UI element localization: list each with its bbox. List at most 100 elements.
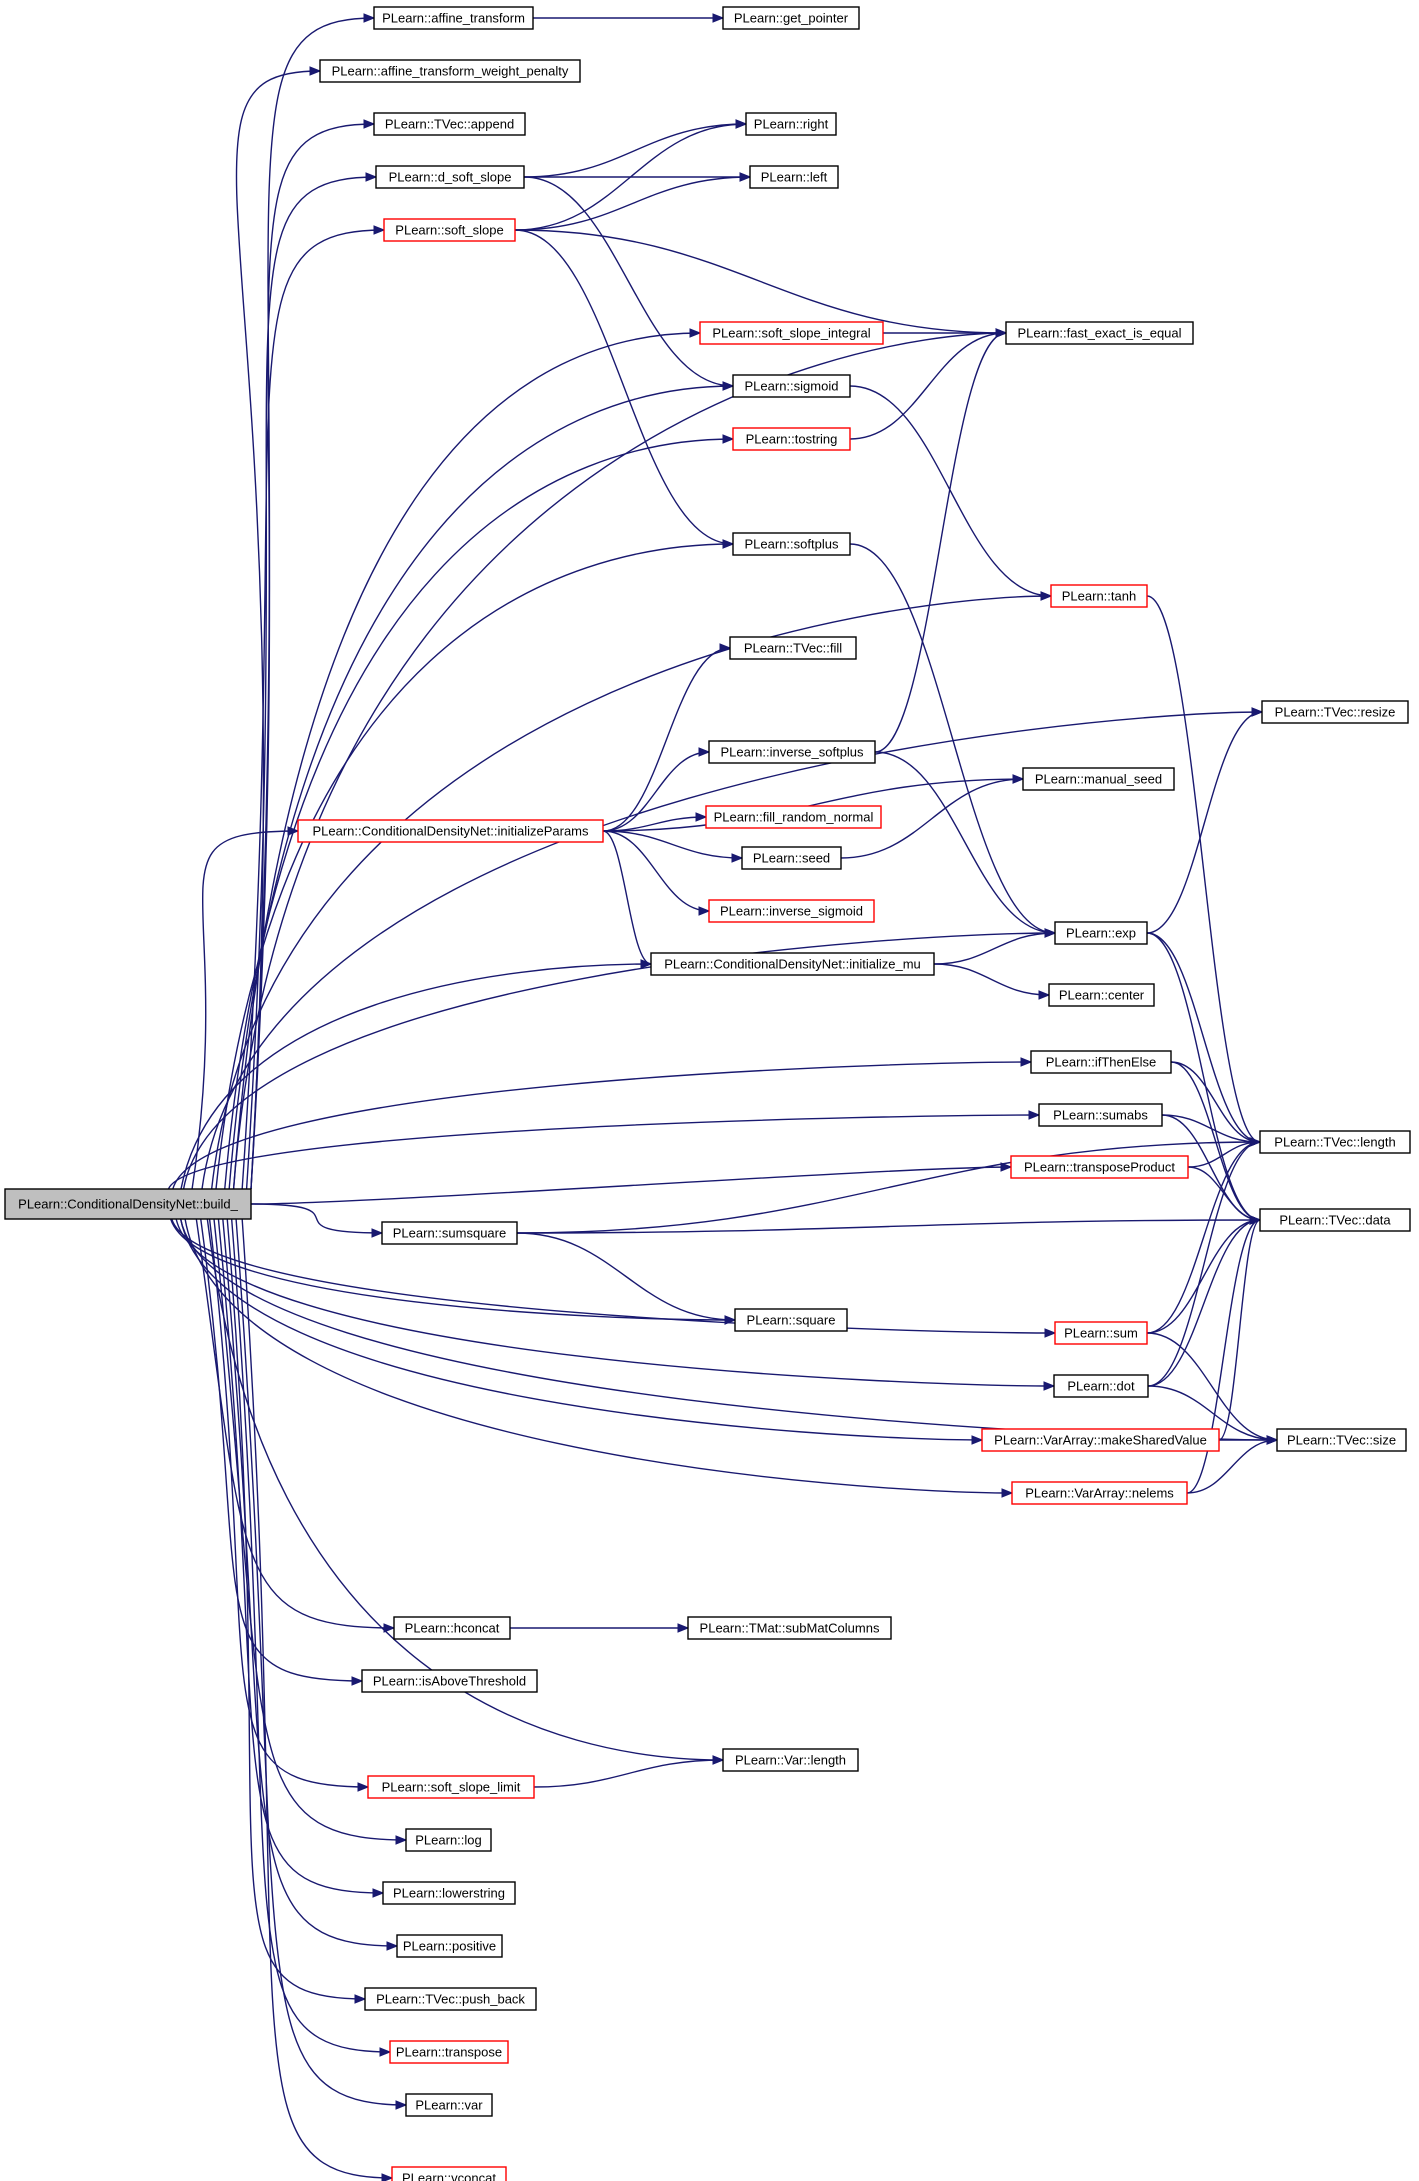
node-box-var[interactable]	[405, 2093, 493, 2117]
node-sumabs[interactable]: PLearn::sumabs	[1038, 1103, 1163, 1127]
node-build[interactable]: PLearn::ConditionalDensityNet::build_	[4, 1188, 252, 1220]
node-square[interactable]: PLearn::square	[734, 1308, 848, 1332]
node-exp[interactable]: PLearn::exp	[1054, 921, 1148, 945]
node-affine[interactable]: PLearn::affine_transform	[373, 6, 534, 30]
node-box-tvec_resize[interactable]	[1261, 700, 1409, 724]
node-transpose[interactable]: PLearn::transpose	[389, 2040, 509, 2064]
node-box-vconcat[interactable]	[391, 2166, 507, 2181]
node-initializeParams[interactable]: PLearn::ConditionalDensityNet::initializ…	[297, 819, 604, 843]
node-tvec_data[interactable]: PLearn::TVec::data	[1259, 1208, 1411, 1232]
node-tvec_resize[interactable]: PLearn::TVec::resize	[1261, 700, 1409, 724]
node-box-tostring[interactable]	[732, 427, 851, 451]
node-tanh[interactable]: PLearn::tanh	[1050, 584, 1148, 608]
node-box-manual_seed[interactable]	[1022, 767, 1175, 791]
node-box-affine_wp[interactable]	[319, 59, 581, 83]
node-manual_seed[interactable]: PLearn::manual_seed	[1022, 767, 1175, 791]
node-lowerstring[interactable]: PLearn::lowerstring	[382, 1881, 516, 1905]
node-box-sumabs[interactable]	[1038, 1103, 1163, 1127]
node-box-initialize_mu[interactable]	[650, 952, 935, 976]
node-makeSharedValue[interactable]: PLearn::VarArray::makeSharedValue	[981, 1428, 1220, 1452]
node-subMatColumns[interactable]: PLearn::TMat::subMatColumns	[687, 1616, 892, 1640]
node-d_soft_slope[interactable]: PLearn::d_soft_slope	[375, 165, 525, 189]
node-fast_exact[interactable]: PLearn::fast_exact_is_equal	[1005, 321, 1194, 345]
node-box-build[interactable]	[4, 1188, 252, 1220]
node-box-tvec_data[interactable]	[1259, 1208, 1411, 1232]
node-box-left[interactable]	[749, 165, 839, 189]
node-box-var_length[interactable]	[722, 1748, 859, 1772]
node-box-soft_slope_limit[interactable]	[367, 1775, 535, 1799]
node-ifThenElse[interactable]: PLearn::ifThenElse	[1030, 1050, 1172, 1074]
node-box-fill_random_normal[interactable]	[705, 805, 882, 829]
node-soft_slope_limit[interactable]: PLearn::soft_slope_limit	[367, 1775, 535, 1799]
node-box-exp[interactable]	[1054, 921, 1148, 945]
node-transposeProduct[interactable]: PLearn::transposeProduct	[1010, 1155, 1189, 1179]
node-fill_random_normal[interactable]: PLearn::fill_random_normal	[705, 805, 882, 829]
node-left[interactable]: PLearn::left	[749, 165, 839, 189]
node-get_pointer[interactable]: PLearn::get_pointer	[722, 6, 860, 30]
node-tvec_size[interactable]: PLearn::TVec::size	[1276, 1428, 1407, 1452]
node-affine_wp[interactable]: PLearn::affine_transform_weight_penalty	[319, 59, 581, 83]
node-box-square[interactable]	[734, 1308, 848, 1332]
node-push_back[interactable]: PLearn::TVec::push_back	[364, 1987, 537, 2011]
node-box-right[interactable]	[745, 112, 837, 136]
node-box-soft_slope_integral[interactable]	[699, 321, 884, 345]
node-box-tvec_length[interactable]	[1259, 1130, 1411, 1154]
node-positive[interactable]: PLearn::positive	[396, 1934, 503, 1958]
node-initialize_mu[interactable]: PLearn::ConditionalDensityNet::initializ…	[650, 952, 935, 976]
node-sigmoid[interactable]: PLearn::sigmoid	[732, 374, 851, 398]
node-soft_slope_integral[interactable]: PLearn::soft_slope_integral	[699, 321, 884, 345]
node-box-softplus[interactable]	[732, 532, 851, 556]
node-tvec_fill[interactable]: PLearn::TVec::fill	[729, 636, 857, 660]
node-var_length[interactable]: PLearn::Var::length	[722, 1748, 859, 1772]
node-box-seed[interactable]	[741, 846, 842, 870]
node-tostring[interactable]: PLearn::tostring	[732, 427, 851, 451]
node-box-sum[interactable]	[1054, 1321, 1148, 1345]
node-center[interactable]: PLearn::center	[1048, 983, 1155, 1007]
node-hconcat[interactable]: PLearn::hconcat	[393, 1616, 511, 1640]
node-box-nelems[interactable]	[1011, 1481, 1188, 1505]
node-box-tvec_fill[interactable]	[729, 636, 857, 660]
node-nelems[interactable]: PLearn::VarArray::nelems	[1011, 1481, 1188, 1505]
node-box-subMatColumns[interactable]	[687, 1616, 892, 1640]
node-box-ifThenElse[interactable]	[1030, 1050, 1172, 1074]
node-tvec_length[interactable]: PLearn::TVec::length	[1259, 1130, 1411, 1154]
node-inverse_softplus[interactable]: PLearn::inverse_softplus	[708, 740, 876, 764]
node-append[interactable]: PLearn::TVec::append	[373, 112, 526, 136]
node-box-sigmoid[interactable]	[732, 374, 851, 398]
node-isAboveThreshold[interactable]: PLearn::isAboveThreshold	[361, 1669, 538, 1693]
node-box-inverse_softplus[interactable]	[708, 740, 876, 764]
node-var[interactable]: PLearn::var	[405, 2093, 493, 2117]
node-box-initializeParams[interactable]	[297, 819, 604, 843]
node-box-lowerstring[interactable]	[382, 1881, 516, 1905]
node-box-sumsquare[interactable]	[381, 1221, 518, 1245]
node-box-affine[interactable]	[373, 6, 534, 30]
node-box-tvec_size[interactable]	[1276, 1428, 1407, 1452]
node-box-inverse_sigmoid[interactable]	[708, 899, 875, 923]
node-box-append[interactable]	[373, 112, 526, 136]
node-box-push_back[interactable]	[364, 1987, 537, 2011]
node-box-tanh[interactable]	[1050, 584, 1148, 608]
node-box-soft_slope[interactable]	[383, 218, 516, 242]
node-box-transposeProduct[interactable]	[1010, 1155, 1189, 1179]
node-box-positive[interactable]	[396, 1934, 503, 1958]
node-box-center[interactable]	[1048, 983, 1155, 1007]
node-box-makeSharedValue[interactable]	[981, 1428, 1220, 1452]
node-seed[interactable]: PLearn::seed	[741, 846, 842, 870]
node-box-hconcat[interactable]	[393, 1616, 511, 1640]
node-box-get_pointer[interactable]	[722, 6, 860, 30]
node-box-transpose[interactable]	[389, 2040, 509, 2064]
node-sum[interactable]: PLearn::sum	[1054, 1321, 1148, 1345]
node-softplus[interactable]: PLearn::softplus	[732, 532, 851, 556]
node-box-d_soft_slope[interactable]	[375, 165, 525, 189]
node-box-isAboveThreshold[interactable]	[361, 1669, 538, 1693]
node-dot[interactable]: PLearn::dot	[1053, 1374, 1149, 1398]
node-right[interactable]: PLearn::right	[745, 112, 837, 136]
node-vconcat[interactable]: PLearn::vconcat	[391, 2166, 507, 2181]
node-inverse_sigmoid[interactable]: PLearn::inverse_sigmoid	[708, 899, 875, 923]
node-soft_slope[interactable]: PLearn::soft_slope	[383, 218, 516, 242]
node-log[interactable]: PLearn::log	[405, 1828, 492, 1852]
node-box-log[interactable]	[405, 1828, 492, 1852]
node-sumsquare[interactable]: PLearn::sumsquare	[381, 1221, 518, 1245]
node-box-fast_exact[interactable]	[1005, 321, 1194, 345]
node-box-dot[interactable]	[1053, 1374, 1149, 1398]
